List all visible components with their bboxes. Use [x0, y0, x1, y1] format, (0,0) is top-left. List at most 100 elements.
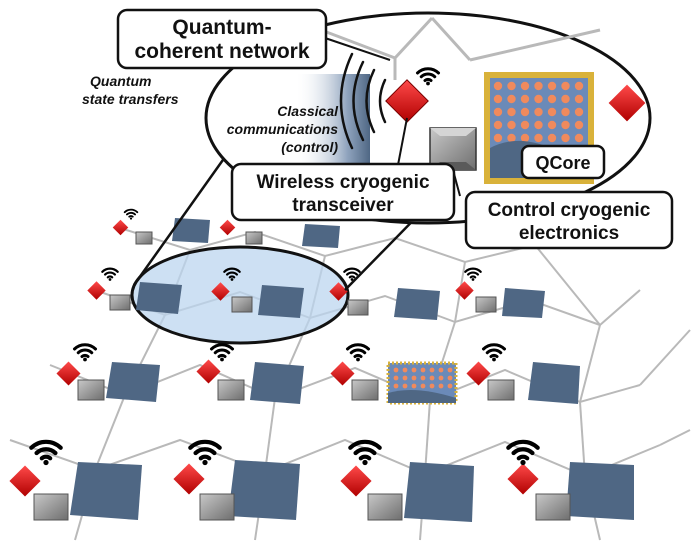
qubit-dot: [574, 133, 584, 143]
wifi-icon: [223, 267, 241, 281]
transceiver-chip: [196, 359, 221, 384]
svg-text:state transfers: state transfers: [82, 91, 179, 107]
electronics-chip: [487, 379, 515, 401]
qubit-dot: [547, 120, 557, 130]
electronics-chip: [231, 296, 253, 313]
qubit-tile: [250, 362, 304, 404]
qubit-tiles: [70, 218, 634, 522]
wifi-icon: [348, 439, 382, 466]
transceiver-chip: [211, 282, 230, 301]
qubit-tile: [172, 218, 210, 243]
qubit-dot: [493, 120, 503, 130]
qubit-dot: [507, 107, 516, 117]
transceiver-chip-large: [385, 79, 429, 123]
wifi-icon: [210, 343, 234, 362]
qubit-tile: [106, 362, 160, 402]
svg-text:(control): (control): [281, 139, 338, 155]
label-classical-comms: Classical communications (control): [227, 103, 339, 155]
qubit-dot: [507, 94, 516, 104]
qubit-tile: [136, 282, 182, 314]
transceiver-chip: [329, 282, 348, 301]
wifi-icons: [29, 208, 540, 466]
qubit-dot: [520, 94, 530, 104]
qubit-dot: [561, 120, 570, 130]
qubit-tile: [70, 462, 142, 520]
label-quantum-network: Quantum- coherent network: [116, 8, 328, 70]
qubit-dot: [561, 81, 570, 91]
svg-text:electronics: electronics: [519, 223, 619, 244]
wifi-icon: [506, 439, 540, 466]
qubit-dot: [574, 81, 584, 91]
transceiver-chip: [330, 361, 355, 386]
electronics-chip: [347, 299, 369, 316]
svg-text:transceiver: transceiver: [292, 195, 394, 216]
qubit-dot: [561, 94, 570, 104]
wifi-icon: [346, 343, 370, 362]
wifi-icon: [343, 267, 361, 281]
transceiver-chip: [219, 219, 236, 236]
qubit-dot: [574, 94, 584, 104]
qubit-tile: [394, 288, 440, 320]
electronics-chip: [77, 379, 105, 401]
qubit-tile: [566, 462, 634, 520]
qubit-dot: [547, 94, 557, 104]
transceiver-chip: [507, 463, 539, 495]
electronics-chip: [135, 231, 153, 245]
zoom-region: [130, 245, 350, 345]
electronics-chip: [245, 231, 263, 245]
qubit-dot: [534, 94, 543, 104]
transceiver-chip: [466, 361, 491, 386]
svg-text:QCore: QCore: [535, 153, 590, 173]
qubit-dot: [534, 81, 543, 91]
wifi-icon: [416, 67, 440, 86]
electronics-chip: [109, 294, 131, 311]
qubit-dot: [561, 133, 570, 143]
wifi-icon: [188, 439, 222, 466]
qubit-dot: [520, 107, 530, 117]
transceiver-chip: [9, 465, 41, 497]
signal-arcs: [339, 52, 387, 150]
qubit-dot: [493, 81, 503, 91]
electronics-chip: [33, 493, 69, 521]
electronics-chip: [351, 379, 379, 401]
wifi-icon: [482, 343, 506, 362]
qubit-tile: [404, 462, 474, 522]
transceiver-chip: [455, 281, 474, 300]
qubit-dot: [574, 120, 584, 130]
svg-text:Quantum-: Quantum-: [172, 16, 271, 39]
electronics-chips: [33, 231, 571, 521]
electronics-chip: [475, 296, 497, 313]
svg-text:communications: communications: [227, 121, 338, 137]
label-qcore: QCore: [520, 144, 606, 180]
qubit-dot: [493, 133, 503, 143]
wifi-icon: [101, 267, 119, 281]
qubit-tile: [502, 288, 545, 318]
label-control-electronics: Control cryogenic electronics: [464, 190, 674, 250]
electronics-chip: [535, 493, 571, 521]
electronics-chip: [367, 493, 403, 521]
transceiver-chip: [87, 281, 106, 300]
qcore-chip-small: [386, 361, 458, 405]
qubit-dot: [547, 107, 557, 117]
qubit-dot: [547, 133, 557, 143]
wifi-icon: [29, 439, 63, 466]
qubit-dot: [493, 94, 503, 104]
qubit-dot: [520, 81, 530, 91]
qubit-dot: [534, 120, 543, 130]
transceiver-chip: [173, 463, 205, 495]
qubit-dot: [534, 133, 543, 143]
label-state-transfers: Quantum state transfers: [82, 73, 179, 107]
qubit-dot: [561, 107, 570, 117]
wifi-icon: [123, 208, 139, 220]
label-wireless-transceiver: Wireless cryogenic transceiver: [230, 162, 456, 222]
svg-text:Wireless cryogenic: Wireless cryogenic: [256, 172, 429, 193]
transceiver-chip: [340, 465, 372, 497]
electronics-chip: [217, 379, 245, 401]
svg-text:Classical: Classical: [277, 103, 339, 119]
transceiver-chip: [56, 361, 81, 386]
qubit-tile: [258, 285, 304, 318]
transceivers: [9, 219, 539, 497]
electronics-chip: [199, 493, 235, 521]
qubit-dot: [534, 107, 543, 117]
